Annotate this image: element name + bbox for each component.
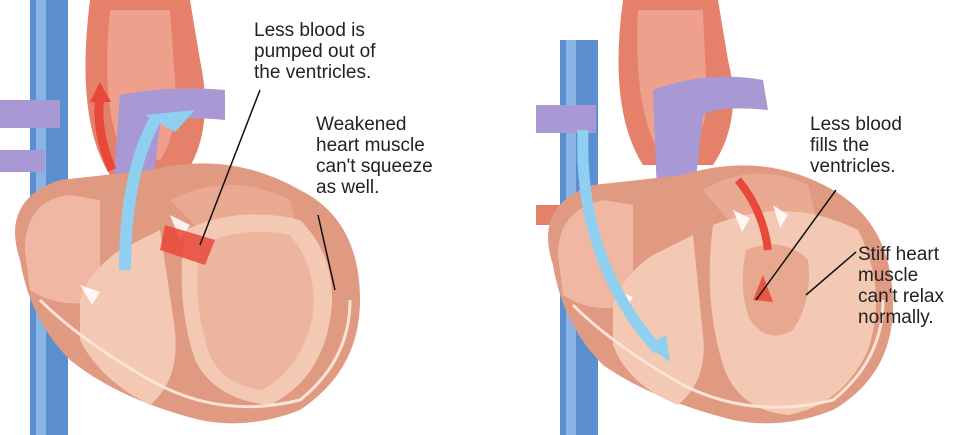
callout-less-blood-pumped: Less blood is pumped out of the ventricl…: [254, 20, 375, 83]
left-heart-panel: Less blood is pumped out of the ventricl…: [0, 0, 488, 435]
pulmonary-vein-left: [536, 105, 596, 133]
right-heart-panel: Less blood fills the ventricles. Stiff h…: [488, 0, 977, 435]
callout-weakened-muscle: Weakened heart muscle can't squeeze as w…: [316, 114, 433, 198]
callout-stiff-muscle: Stiff heart muscle can't relax normally.: [858, 244, 944, 328]
callout-less-blood-fills: Less blood fills the ventricles.: [810, 114, 902, 177]
left-heart-illustration: [0, 0, 488, 435]
pulmonary-vein-left: [0, 100, 60, 128]
pulmonary-vein-left-lower: [0, 150, 45, 172]
right-heart-illustration: [488, 0, 977, 435]
